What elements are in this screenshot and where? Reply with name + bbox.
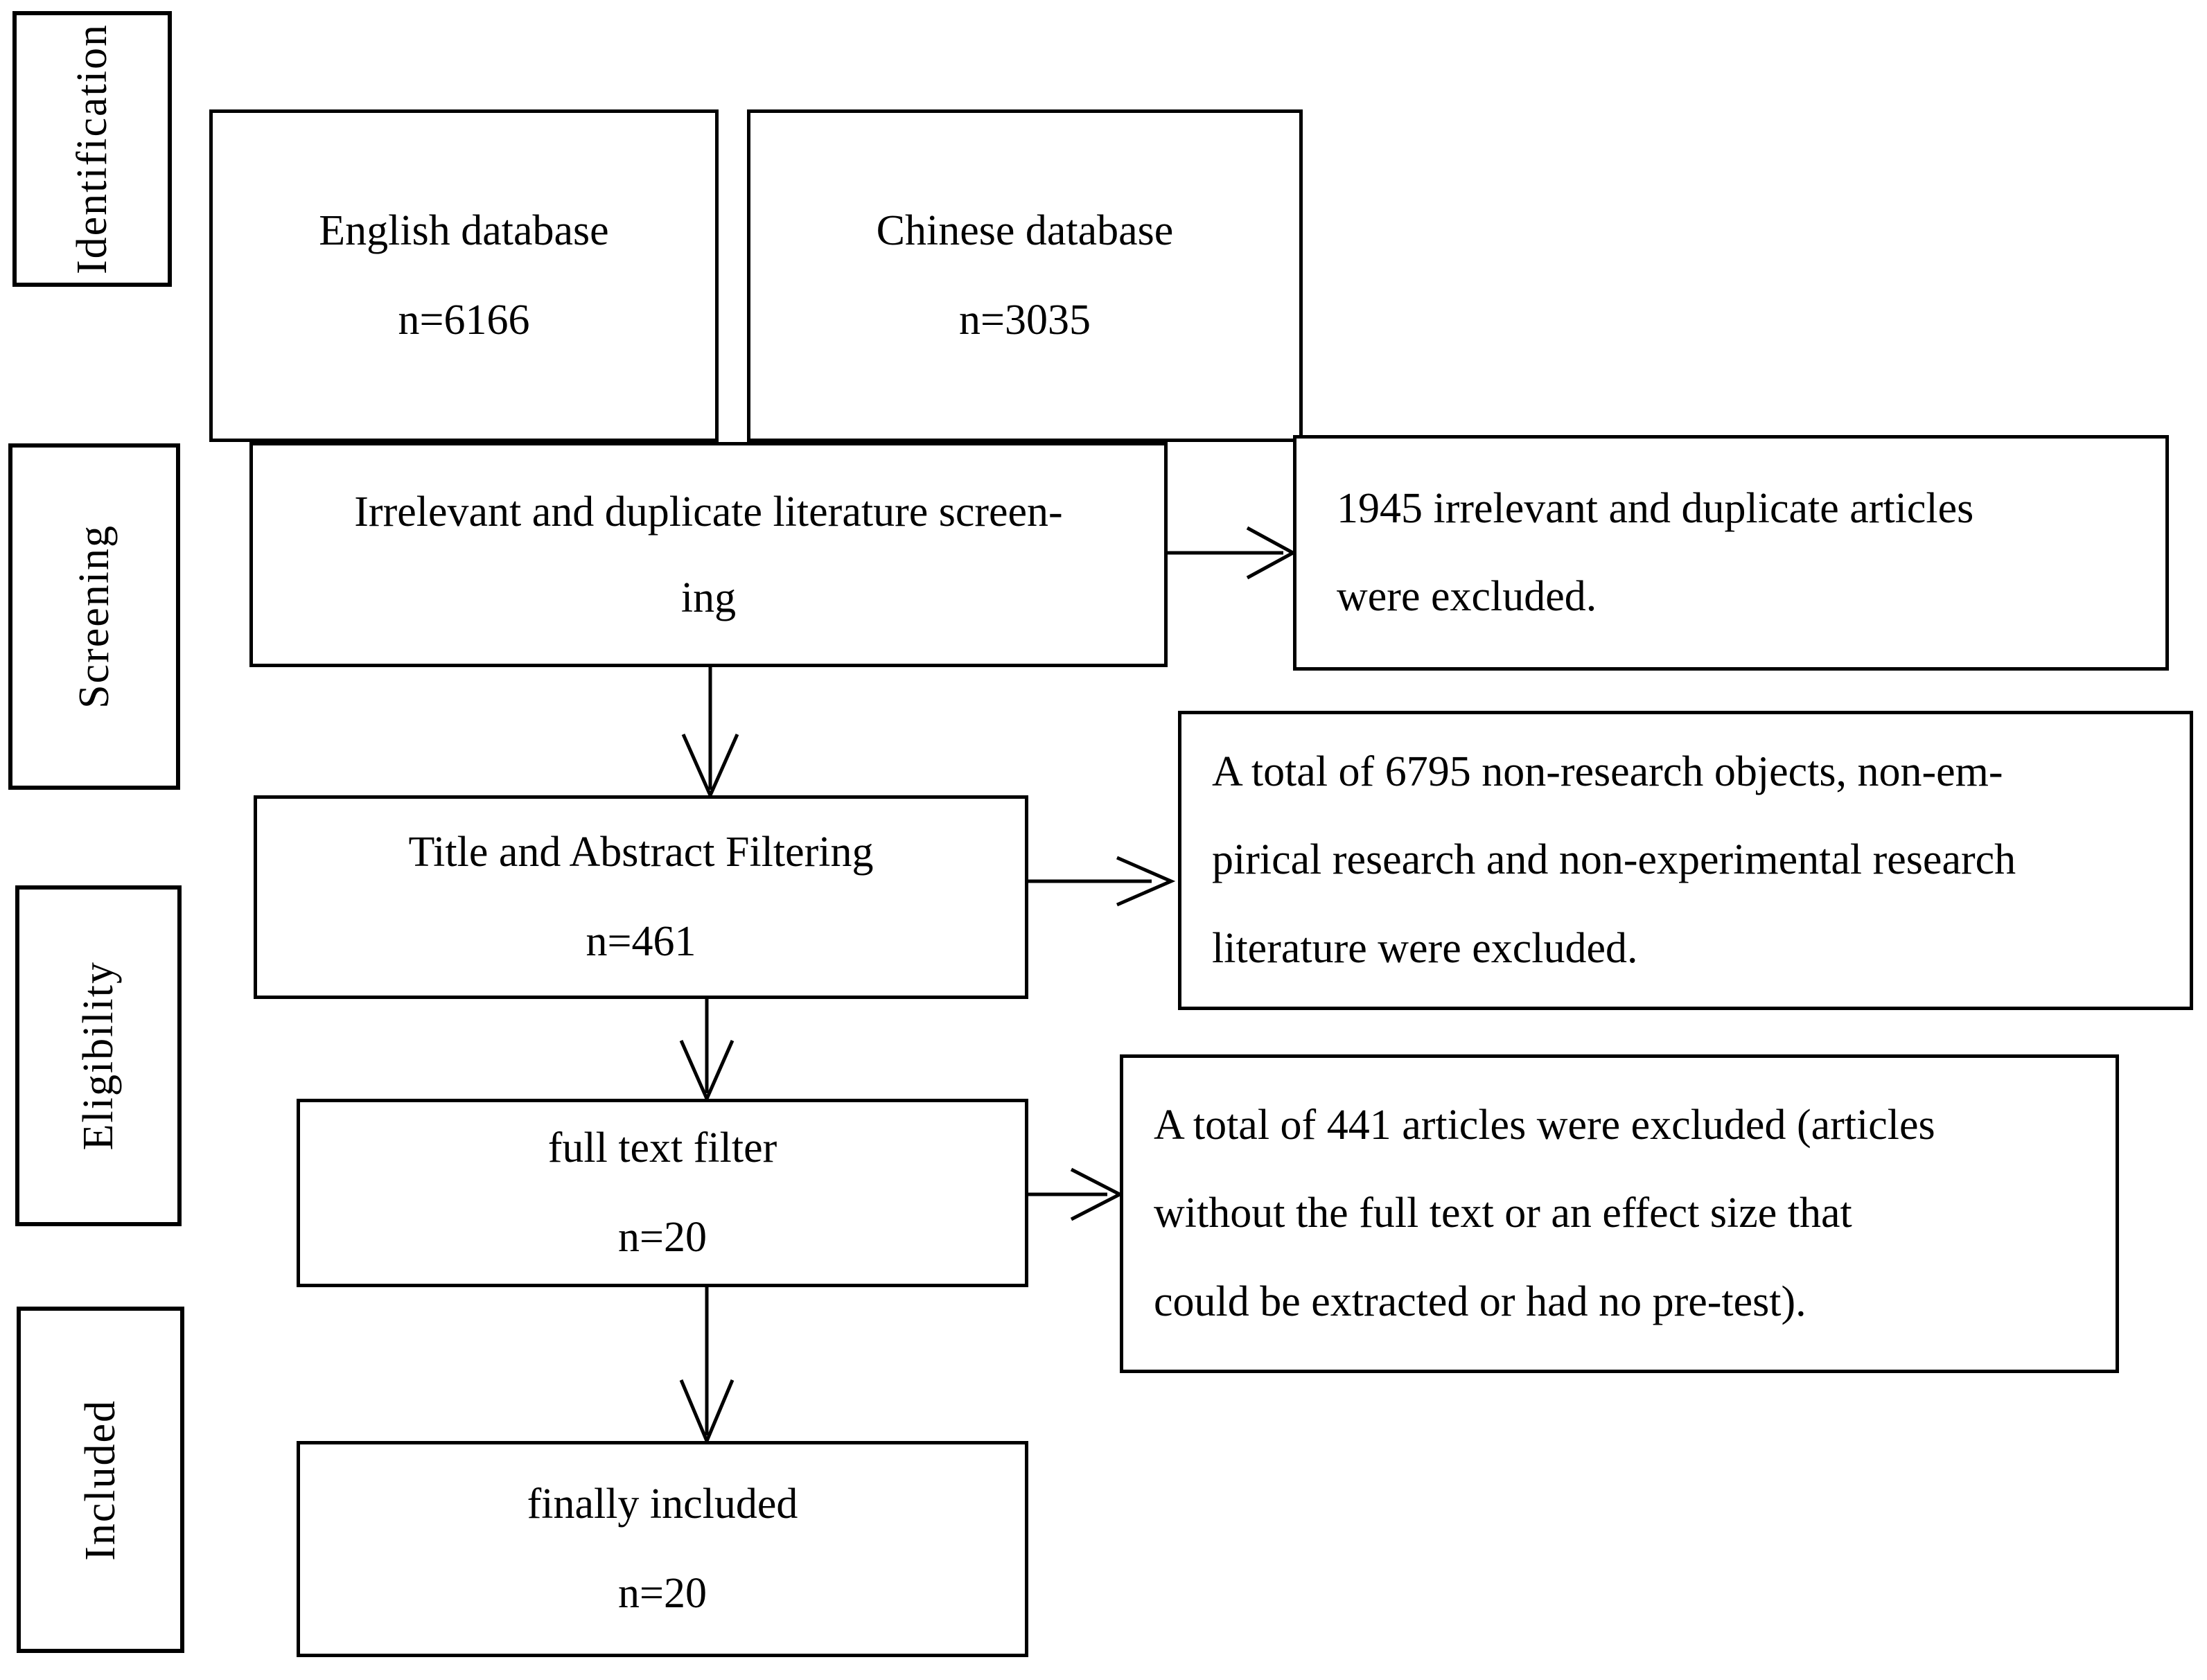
node-chinese-database: Chinese database n=3035 xyxy=(747,109,1303,442)
exclusion-non-research-line3: literature were excluded. xyxy=(1212,924,1638,972)
node-english-database-count: n=6166 xyxy=(398,297,530,344)
node-screening: Irrelevant and duplicate literature scre… xyxy=(249,442,1168,667)
node-full-text-filter-title: full text filter xyxy=(547,1124,777,1171)
stage-label-screening-text: Screening xyxy=(71,524,118,709)
node-english-database-title: English database xyxy=(319,206,609,254)
stage-label-identification: Identification xyxy=(12,11,172,287)
exclusion-duplicates: 1945 irrelevant and duplicate articles w… xyxy=(1293,435,2169,671)
node-finally-included-count: n=20 xyxy=(618,1570,707,1617)
arrow-screening-to-duplicates xyxy=(1166,526,1297,580)
arrow-title-abstract-to-fulltext xyxy=(679,999,735,1104)
stage-label-identification-text: Identification xyxy=(69,24,116,274)
exclusion-non-research: A total of 6795 non-research objects, no… xyxy=(1178,711,2193,1010)
node-title-abstract-title: Title and Abstract Filtering xyxy=(408,828,874,876)
node-screening-line1: Irrelevant and duplicate literature scre… xyxy=(354,488,1063,536)
node-finally-included: finally included n=20 xyxy=(297,1441,1028,1657)
exclusion-non-research-text: A total of 6795 non-research objects, no… xyxy=(1181,728,2190,992)
arrow-fulltext-to-included xyxy=(679,1287,735,1446)
stage-label-eligibility: Eligibility xyxy=(15,885,182,1226)
stage-label-included: Included xyxy=(17,1307,184,1653)
node-screening-text: Irrelevant and duplicate literature scre… xyxy=(253,469,1164,641)
exclusion-non-research-line2: pirical research and non-experimental re… xyxy=(1212,836,2016,884)
stage-label-eligibility-text: Eligibility xyxy=(75,961,122,1151)
node-chinese-database-count: n=3035 xyxy=(959,297,1091,344)
arrow-title-abstract-to-nonresearch xyxy=(1028,856,1176,907)
node-english-database: English database n=6166 xyxy=(209,109,719,442)
exclusion-duplicates-text: 1945 irrelevant and duplicate articles w… xyxy=(1296,465,2165,641)
exclusion-full-text-line1: A total of 441 articles were excluded (a… xyxy=(1154,1102,1935,1149)
node-full-text-filter: full text filter n=20 xyxy=(297,1099,1028,1287)
node-full-text-filter-count: n=20 xyxy=(618,1214,707,1261)
exclusion-full-text-line3: could be extracted or had no pre-test). xyxy=(1154,1277,1806,1325)
arrow-screening-to-title-abstract xyxy=(681,666,739,800)
exclusion-non-research-line1: A total of 6795 non-research objects, no… xyxy=(1212,748,2003,796)
node-screening-line2: ing xyxy=(680,574,737,621)
stage-label-screening: Screening xyxy=(8,443,180,790)
stage-label-included-text: Included xyxy=(77,1399,124,1561)
node-chinese-database-title: Chinese database xyxy=(876,206,1174,254)
exclusion-duplicates-line2: were excluded. xyxy=(1337,573,1597,620)
arrow-fulltext-to-exclusion xyxy=(1028,1167,1124,1221)
node-title-abstract-filtering: Title and Abstract Filtering n=461 xyxy=(254,795,1028,999)
exclusion-full-text-text: A total of 441 articles were excluded (a… xyxy=(1123,1081,2116,1345)
node-finally-included-title: finally included xyxy=(527,1480,798,1528)
node-title-abstract-count: n=461 xyxy=(586,918,696,965)
exclusion-full-text-line2: without the full text or an effect size … xyxy=(1154,1190,1852,1237)
exclusion-full-text: A total of 441 articles were excluded (a… xyxy=(1120,1054,2119,1373)
exclusion-duplicates-line1: 1945 irrelevant and duplicate articles xyxy=(1337,484,1974,532)
